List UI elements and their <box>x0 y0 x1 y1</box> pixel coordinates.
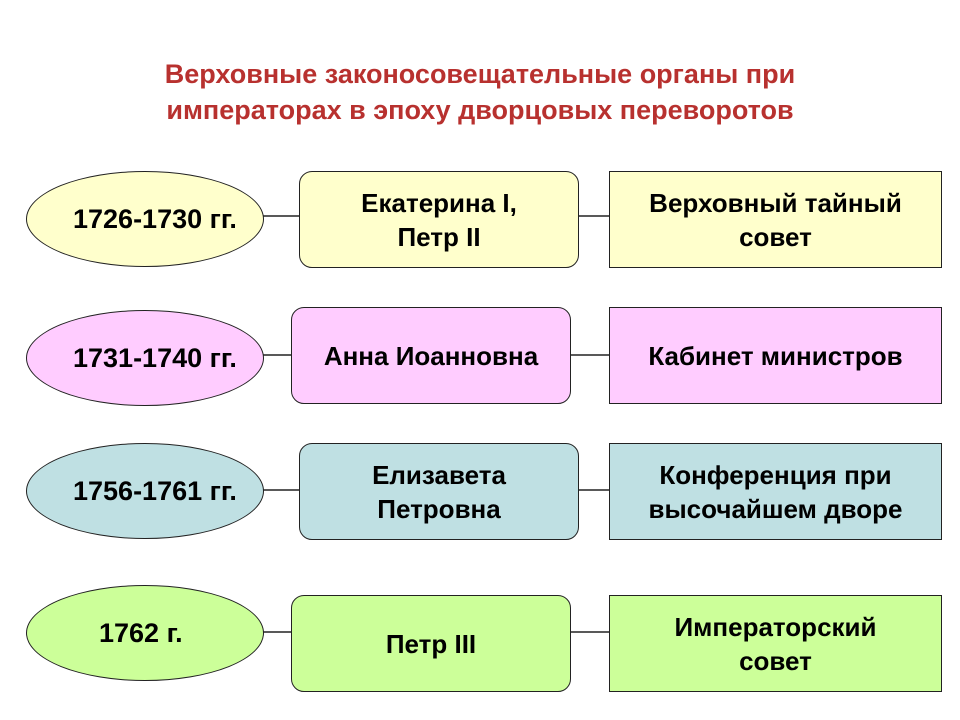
ruler-box-2: Анна Иоанновна <box>291 307 571 404</box>
ruler-box-1: Екатерина I, Петр II <box>299 171 579 268</box>
ruler-box-4: Петр III <box>291 595 571 692</box>
period-label-4: 1762 г. <box>99 617 183 648</box>
body-3-line-1: Конференция при <box>659 459 892 490</box>
body-box-4: Императорский совет <box>609 595 942 692</box>
ruler-3-line-1: Елизавета <box>372 459 506 490</box>
title-line-2: императорах в эпоху дворцовых переворото… <box>166 95 794 125</box>
ruler-1-line-1: Екатерина I, <box>361 187 517 218</box>
body-box-1: Верховный тайный совет <box>609 171 942 268</box>
body-1-line-1: Верховный тайный <box>649 187 902 218</box>
period-label-2: 1731-1740 гг. <box>73 342 237 373</box>
body-2-line-1: Кабинет министров <box>648 340 903 371</box>
period-label-3: 1756-1761 гг. <box>73 475 237 506</box>
body-box-2: Кабинет министров <box>609 307 942 404</box>
ruler-1-line-2: Петр II <box>397 221 481 252</box>
ruler-box-3: Елизавета Петровна <box>299 443 579 540</box>
period-oval-4: 1762 г. <box>26 585 264 681</box>
period-oval-1: 1726-1730 гг. <box>26 171 264 267</box>
title-line-1: Верховные законосовещательные органы при <box>164 59 796 89</box>
ruler-2-line-1: Анна Иоанновна <box>323 340 539 371</box>
ruler-3-line-2: Петровна <box>377 493 501 524</box>
period-label-1: 1726-1730 гг. <box>73 203 237 234</box>
body-4-line-1: Императорский <box>674 611 877 642</box>
diagram-title: Верховные законосовещательные органы при… <box>80 56 880 128</box>
ruler-4-line-1: Петр III <box>385 628 477 659</box>
period-oval-3: 1756-1761 гг. <box>26 443 264 539</box>
period-oval-2: 1731-1740 гг. <box>26 310 264 406</box>
body-1-line-2: совет <box>739 221 812 252</box>
body-box-3: Конференция при высочайшем дворе <box>609 443 942 540</box>
body-4-line-2: совет <box>739 645 812 676</box>
body-3-line-2: высочайшем дворе <box>648 493 903 524</box>
